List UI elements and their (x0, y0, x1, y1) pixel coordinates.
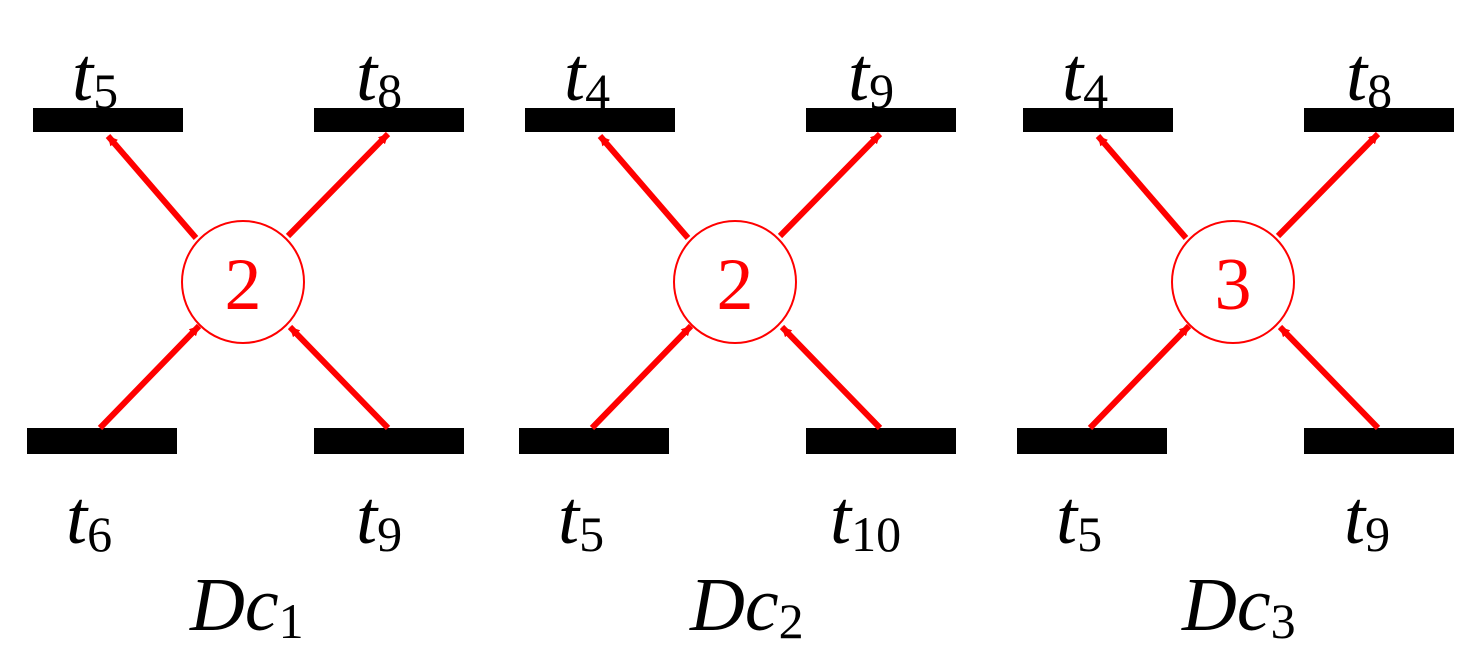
place-circle (181, 220, 305, 344)
transition-bottom-left (1017, 428, 1167, 454)
transition-bottom-right (1304, 428, 1454, 454)
input-arc-bottom-left (1087, 323, 1192, 431)
output-arc-top-right (285, 131, 391, 239)
label-top-right: t8 (356, 33, 402, 119)
transition-bottom-right (806, 428, 956, 454)
label-bottom-right: t10 (830, 476, 901, 562)
subnet-caption: Dc3 (1181, 563, 1296, 649)
label-top-left: t4 (1062, 33, 1108, 119)
subnet-caption: Dc1 (189, 563, 304, 649)
input-arc-bottom-right (1277, 324, 1381, 431)
label-bottom-right: t9 (1344, 476, 1390, 562)
transition-top-left (1023, 108, 1173, 132)
output-arc-top-left (1095, 134, 1189, 240)
place-token-count: 3 (1215, 244, 1252, 326)
input-arc-bottom-right (779, 324, 883, 431)
label-bottom-right: t9 (356, 476, 402, 562)
output-arc-top-right (1275, 131, 1381, 239)
label-top-left: t5 (72, 33, 118, 119)
input-arc-bottom-left (97, 323, 202, 431)
input-arc-bottom-right (287, 324, 391, 431)
input-arc-bottom-left (589, 323, 694, 431)
transition-top-right (1304, 108, 1454, 132)
label-top-left: t4 (564, 33, 610, 119)
output-arc-top-left (105, 134, 199, 240)
transition-top-left (525, 108, 675, 132)
transition-top-right (314, 108, 464, 132)
subnet-caption: Dc2 (689, 563, 804, 649)
transition-bottom-left (519, 428, 669, 454)
label-top-right: t8 (1346, 33, 1392, 119)
place-token-count: 2 (225, 244, 262, 326)
label-bottom-left: t5 (1056, 476, 1102, 562)
place-circle (1171, 220, 1295, 344)
output-arc-top-left (597, 134, 691, 240)
output-arc-top-right (777, 131, 883, 239)
transition-top-right (806, 108, 956, 132)
subnet-dc2: 2 t4 t9 t5 t10 Dc2 (519, 33, 956, 649)
transition-bottom-left (27, 428, 177, 454)
transition-bottom-right (314, 428, 464, 454)
label-bottom-left: t6 (66, 476, 112, 562)
label-bottom-left: t5 (558, 476, 604, 562)
transition-top-left (33, 108, 183, 132)
place-token-count: 2 (717, 244, 754, 326)
place-circle (673, 220, 797, 344)
subnet-dc1: 2 t5 t8 t6 t9 Dc1 (27, 33, 464, 649)
label-top-right: t9 (848, 33, 894, 119)
subnet-dc3: 3 t4 t8 t5 t9 Dc3 (1017, 33, 1454, 649)
